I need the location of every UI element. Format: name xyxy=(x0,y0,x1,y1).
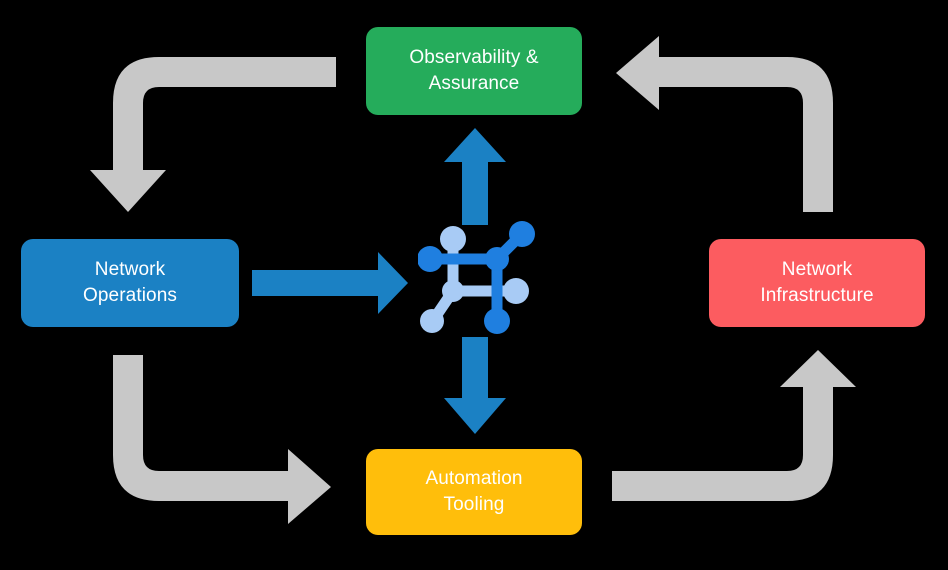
arrow-operations-to-automation xyxy=(113,355,331,524)
node-box-network-infrastructure[interactable]: Network Infrastructure xyxy=(709,239,925,327)
node-box-observability[interactable]: Observability & Assurance xyxy=(366,27,582,115)
arrow-operations-to-hub xyxy=(252,252,408,314)
network-topology-icon xyxy=(418,221,535,334)
arrow-hub-to-observability xyxy=(444,128,506,225)
node-label-network-operations: Network Operations xyxy=(83,258,177,306)
arrow-automation-to-infrastructure xyxy=(612,350,856,501)
node-label-observability: Observability & Assurance xyxy=(409,46,539,94)
arrow-hub-to-automation xyxy=(444,337,506,434)
node-box-automation-tooling[interactable]: Automation Tooling xyxy=(366,449,582,535)
arrow-infrastructure-to-observability xyxy=(616,36,833,212)
node-label-automation-tooling: Automation Tooling xyxy=(425,467,523,515)
node-box-network-operations[interactable]: Network Operations xyxy=(21,239,239,327)
node-label-network-infrastructure: Network Infrastructure xyxy=(760,258,874,306)
arrow-observability-to-operations xyxy=(90,57,336,212)
